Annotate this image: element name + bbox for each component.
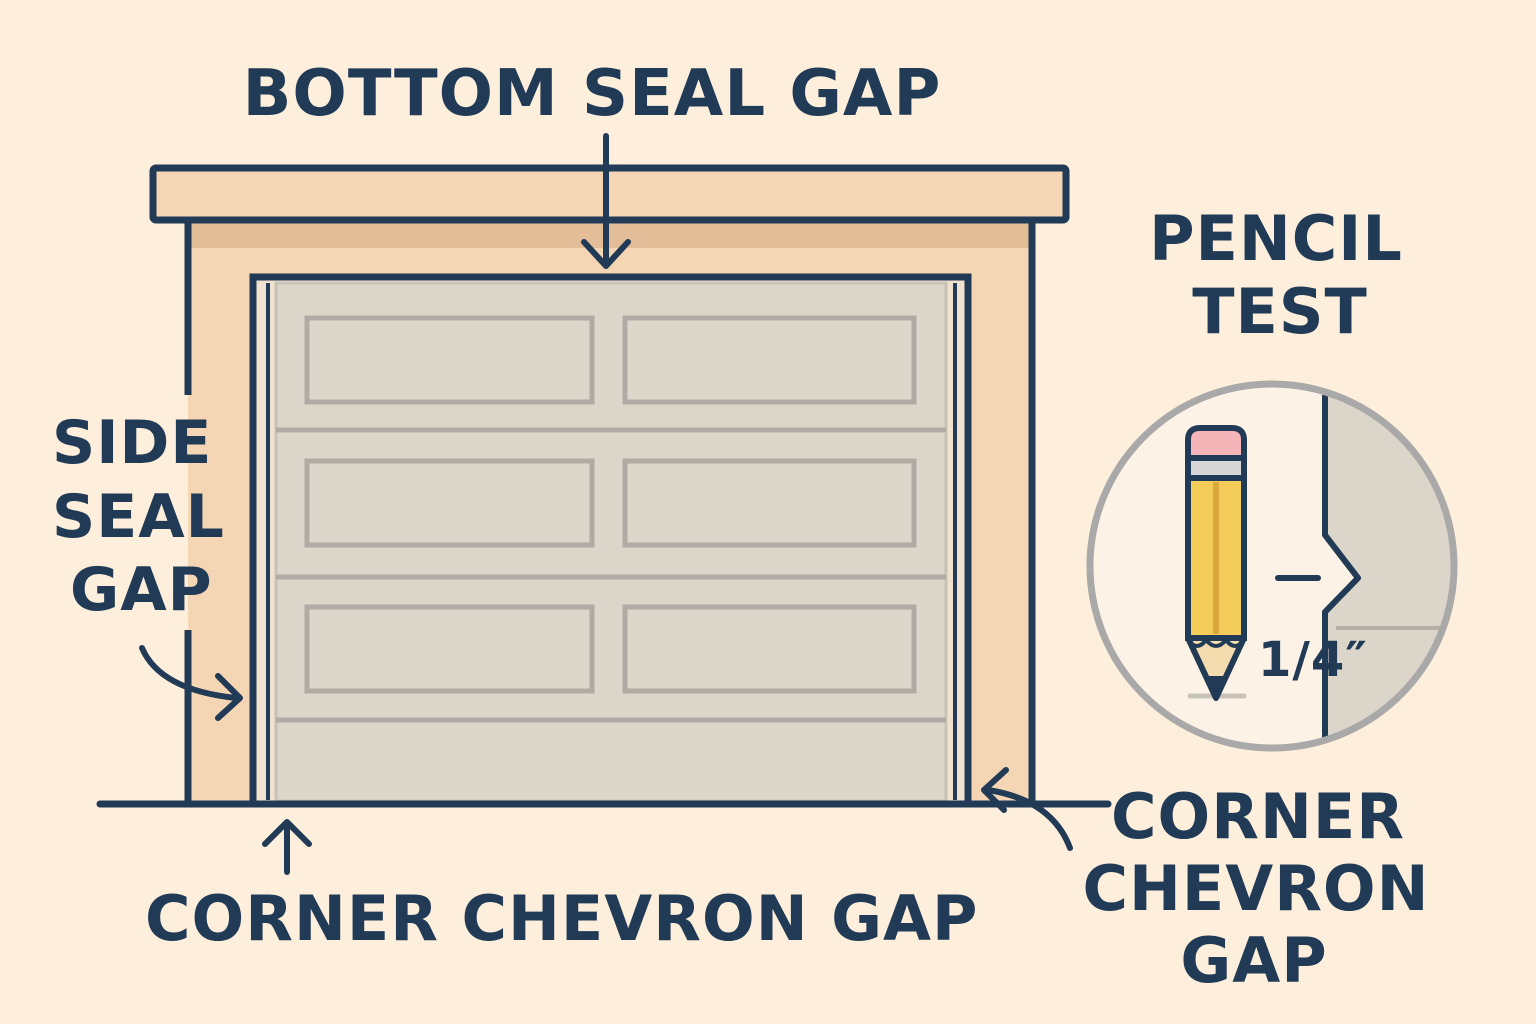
measurement-label: 1/4″ [1258, 632, 1368, 688]
header-board [149, 164, 1070, 224]
pencil-test-label-line2: TEST [1192, 275, 1368, 348]
door-panel [622, 604, 917, 694]
side-seal-gap-arrow [139, 645, 243, 721]
side-seal-gap-label-line2: SEAL [52, 482, 225, 552]
door-panel [622, 458, 917, 548]
corner-chevron-gap-right-label-line2: CHEVRON [1082, 852, 1429, 925]
bottom-seal-gap-arrow [581, 133, 631, 269]
corner-chevron-gap-right-arrow [981, 767, 1073, 851]
side-seal-gap-label-line1: SIDE [52, 408, 212, 478]
pencil-test-label-line1: PENCIL [1149, 202, 1403, 275]
bottom-seal-gap-label: BOTTOM SEAL GAP [243, 57, 942, 131]
door-panel [304, 604, 595, 694]
door-panel [622, 315, 917, 405]
corner-chevron-gap-right-label-line1: CORNER [1111, 780, 1405, 853]
corner-chevron-gap-bottom-label: CORNER CHEVRON GAP [145, 882, 978, 955]
side-seal-gap-label-line3: GAP [70, 555, 213, 625]
corner-chevron-gap-right-label-line3: GAP [1180, 924, 1327, 997]
magnifier-ring [1086, 380, 1458, 752]
corner-chevron-gap-bottom-arrow [262, 819, 312, 875]
garage-door [274, 281, 948, 803]
door-panel [304, 315, 595, 405]
door-panel [304, 458, 595, 548]
pencil-icon [1185, 425, 1247, 701]
door-surface [274, 281, 948, 803]
